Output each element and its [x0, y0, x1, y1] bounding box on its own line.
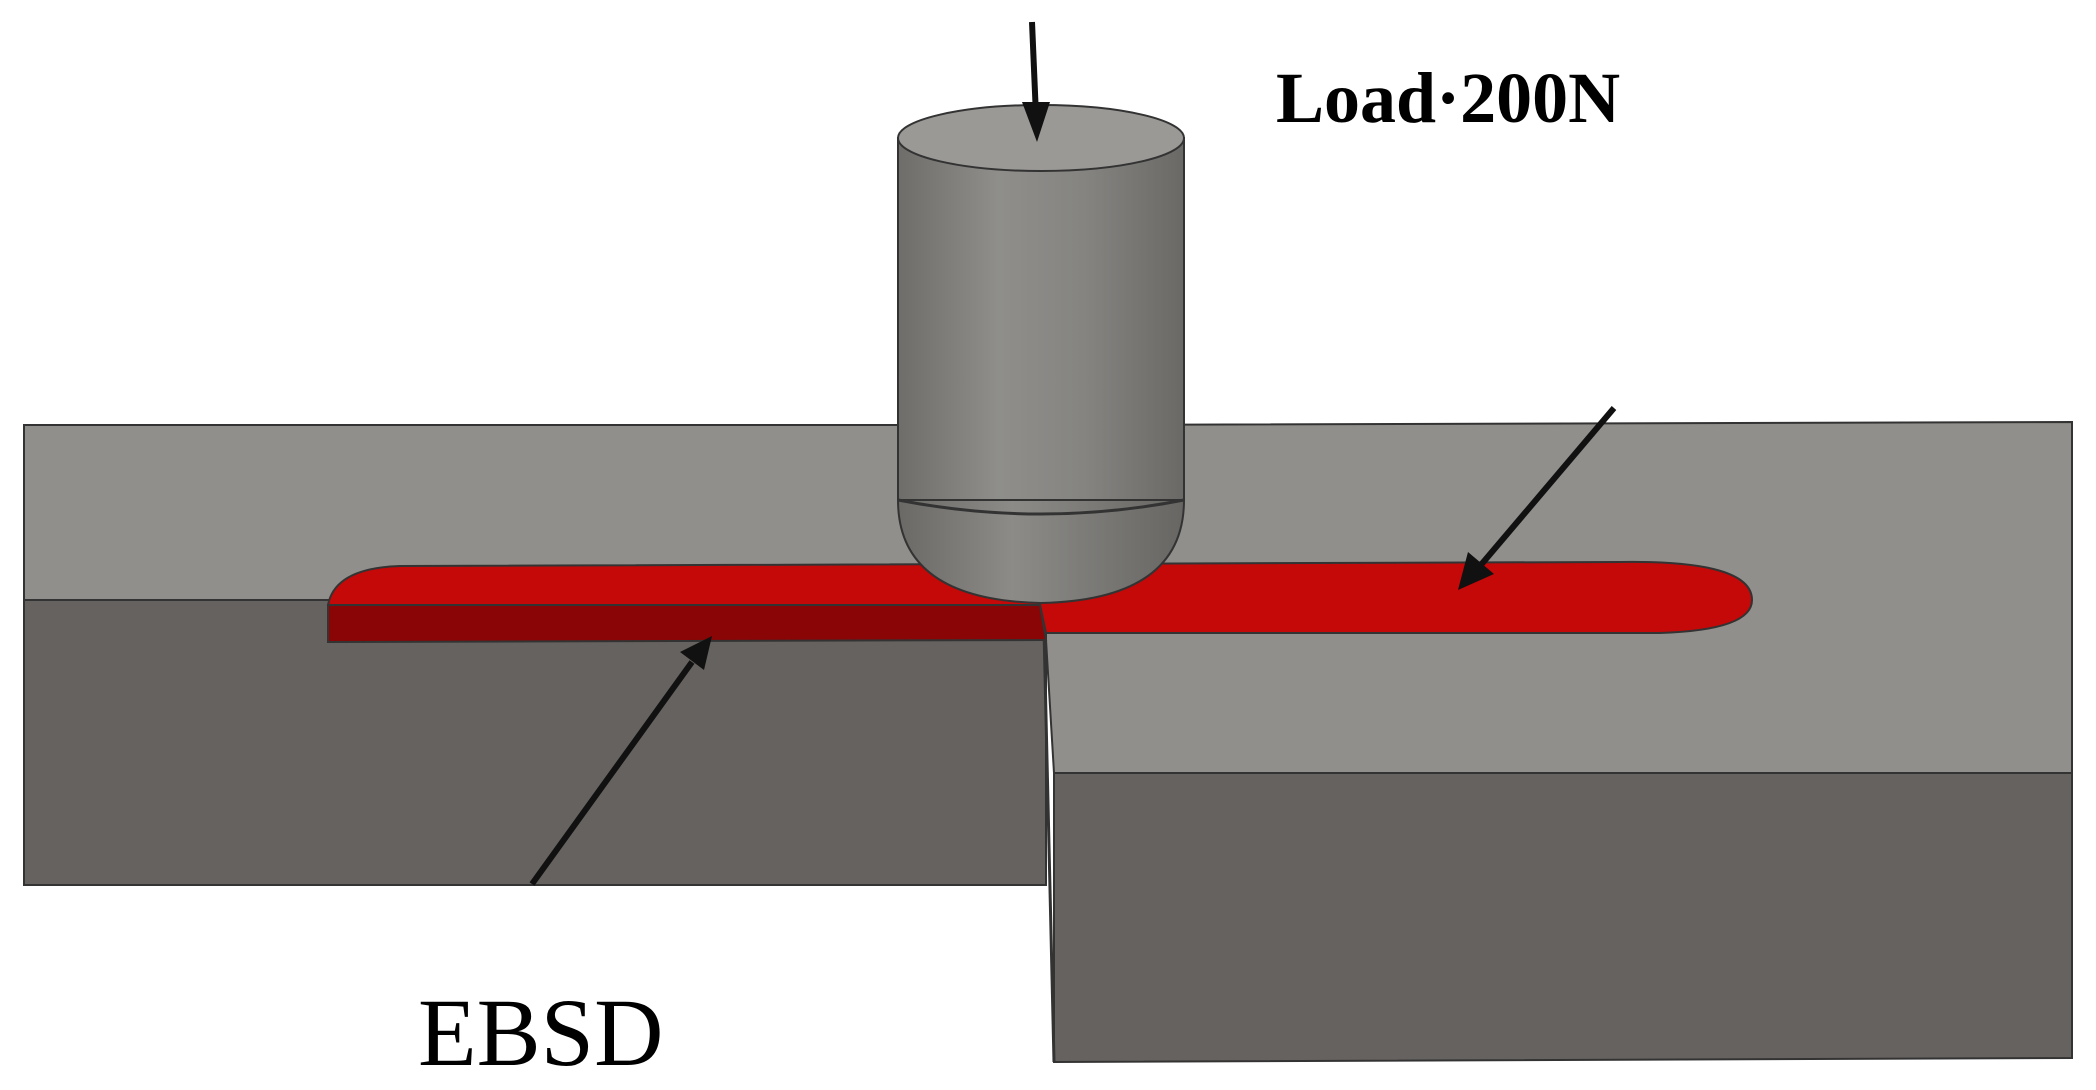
left-plate	[23, 424, 1047, 886]
ebsd-pointer-arrow	[529, 636, 712, 886]
load-label: Load·200N	[1276, 58, 1620, 138]
right-plate	[1042, 420, 2073, 1064]
load-arrow	[1022, 21, 1050, 142]
right-plate-front-face	[1053, 772, 2073, 1064]
left-plate-front-face	[23, 599, 1047, 886]
welding-tool	[896, 104, 1186, 605]
arrows	[529, 21, 1617, 886]
plate-joint-line	[1042, 629, 1056, 1063]
tool-tip-hemisphere	[896, 499, 1186, 605]
tool-shoulder-ring	[897, 498, 1185, 516]
weld-pointer-arrow	[1458, 406, 1617, 590]
tool-cylinder-body	[897, 137, 1185, 501]
weld-track-front-face	[327, 604, 1048, 644]
ebsd-label: EBSD	[418, 979, 663, 1086]
